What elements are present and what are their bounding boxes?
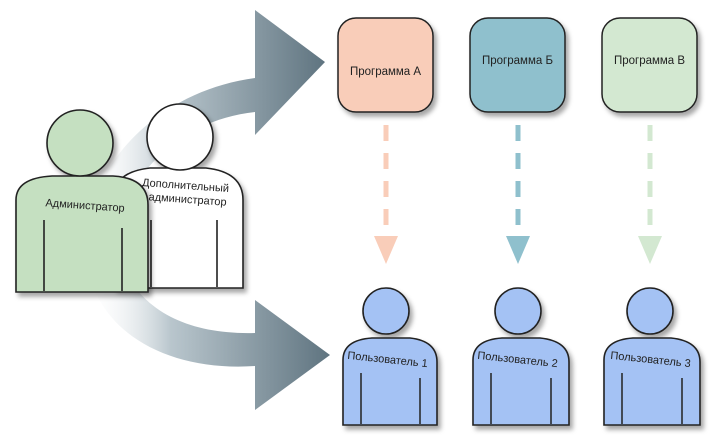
user-figure-1	[342, 287, 438, 426]
dashed-arrow-b	[506, 125, 530, 264]
dashed-arrow-c	[638, 125, 662, 264]
big-arrow-bottom	[85, 250, 330, 410]
program-box-b	[469, 17, 566, 113]
program-c-label: Программа В	[613, 55, 686, 67]
admin-figure	[15, 109, 149, 293]
program-b-label: Программа Б	[482, 55, 553, 67]
user-figure-3	[603, 287, 701, 426]
program-box-c	[601, 17, 698, 113]
user-figure-2	[472, 287, 570, 426]
dashed-arrow-a	[374, 125, 398, 264]
program-a-label: Программа А	[349, 66, 422, 78]
program-box-a	[337, 17, 434, 113]
